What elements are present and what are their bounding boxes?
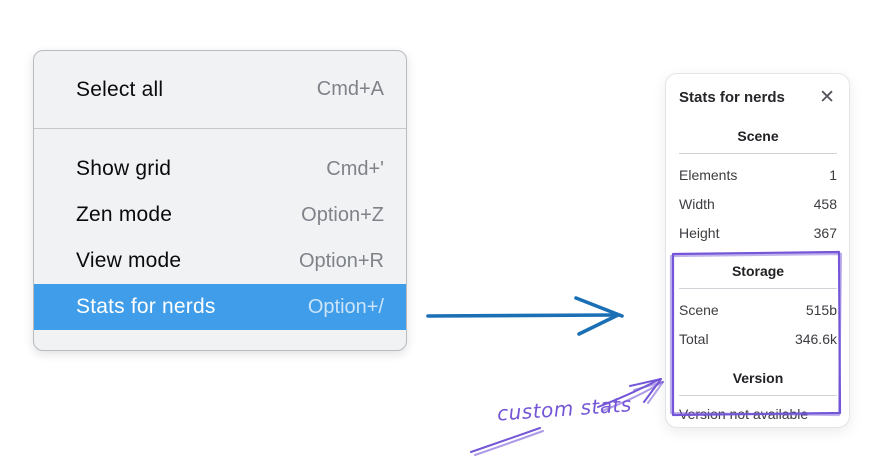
menu-item-label: Stats for nerds (76, 295, 216, 318)
stat-value: 346.6k (794, 331, 837, 347)
stat-row-total-size: Total 346.6k (679, 325, 837, 354)
menu-item-shortcut: Cmd+' (326, 157, 384, 180)
menu-item-label: Select all (76, 77, 164, 101)
stat-label: Elements (679, 167, 738, 183)
storage-section-header: Storage (731, 263, 785, 279)
menu-divider (34, 128, 406, 129)
stat-label: Height (679, 225, 720, 241)
stat-value: 1 (829, 167, 837, 183)
stat-row-elements: Elements 1 (679, 161, 837, 190)
stats-panel: Stats for nerds ✕ Scene Elements 1 Width… (665, 73, 850, 428)
menu-item-shortcut: Option+/ (307, 295, 384, 318)
menu-section-bottom: Show grid Cmd+' Zen mode Option+Z View m… (34, 129, 406, 330)
menu-item-view-mode[interactable]: View mode Option+R (34, 238, 406, 284)
close-icon[interactable]: ✕ (819, 87, 835, 108)
menu-item-shortcut: Option+R (298, 249, 384, 272)
menu-item-label: View mode (76, 249, 182, 272)
version-note: Version not available (679, 406, 809, 422)
menu-item-label: Zen mode (76, 203, 173, 226)
menu-item-zen-mode[interactable]: Zen mode Option+Z (34, 192, 406, 238)
menu-item-show-grid[interactable]: Show grid Cmd+' (34, 146, 406, 192)
version-divider (679, 395, 837, 396)
stats-panel-title: Stats for nerds (679, 89, 785, 106)
version-section-header: Version (732, 370, 784, 386)
scene-divider (679, 153, 837, 154)
stat-value: 515b (805, 302, 837, 318)
storage-divider (679, 288, 837, 289)
stat-value: 458 (813, 196, 837, 212)
menu-item-shortcut: Cmd+A (316, 78, 384, 100)
menu-item-select-all[interactable]: Select all Cmd+A (34, 51, 406, 128)
stats-panel-header: Stats for nerds ✕ (679, 88, 837, 107)
menu-section-top: Select all Cmd+A (34, 51, 406, 128)
stat-label: Total (679, 331, 709, 347)
stat-label: Width (679, 196, 715, 212)
stat-row-width: Width 458 (679, 190, 837, 219)
menu-item-stats-for-nerds[interactable]: Stats for nerds Option+/ (34, 284, 406, 330)
stat-row-height: Height 367 (679, 219, 837, 248)
blue-arrow-connector (426, 296, 624, 336)
custom-stats-label: custom stats (496, 392, 633, 426)
stat-label: Scene (679, 302, 719, 318)
menu-item-shortcut: Option+Z (301, 203, 384, 226)
stat-value: 367 (813, 225, 837, 241)
scene-section-header: Scene (737, 128, 779, 144)
stat-row-scene-size: Scene 515b (679, 296, 837, 325)
menu-item-label: Show grid (76, 157, 172, 180)
context-menu: Select all Cmd+A Show grid Cmd+' Zen mod… (33, 50, 407, 351)
